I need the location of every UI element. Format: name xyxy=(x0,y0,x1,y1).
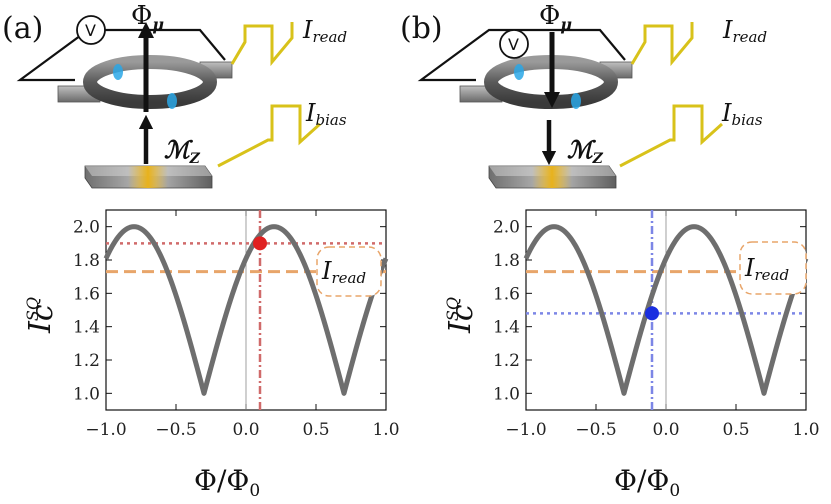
x-tick-label: −0.5 xyxy=(575,420,616,440)
read-pulse-icon xyxy=(230,22,294,67)
y-tick-label: 1.8 xyxy=(73,251,100,271)
axis-ticks: −1.0 −0.5 0.0 0.5 1.0 1.0 1.2 1.4 1.6 1.8 2.0 xyxy=(73,210,400,440)
y-tick-label: 2.0 xyxy=(493,218,520,238)
y-axis-label: ISQc xyxy=(23,297,60,334)
axis-ticks: −1.0 −0.5 0.0 0.5 1.0 1.0 1.2 1.4 1.6 1.8 2.0 xyxy=(493,210,820,440)
moment-label: ℳZ xyxy=(164,135,201,167)
moment-label: ℳZ xyxy=(567,135,604,167)
y-tick-label: 1.4 xyxy=(493,318,520,338)
voltmeter-icon xyxy=(76,15,106,45)
voltmeter-icon xyxy=(499,29,529,59)
series-curve xyxy=(103,224,389,396)
squid-schematic-a: V Φμ ℳZ Iread Ibias xyxy=(16,1,347,189)
state-marker xyxy=(645,306,659,321)
x-axis-label: Φ/Φ0 xyxy=(614,464,680,501)
voltmeter-label: V xyxy=(508,35,519,54)
gold-stripe xyxy=(128,166,168,188)
annotation-box xyxy=(316,246,382,297)
y-tick-label: 1.8 xyxy=(493,251,520,271)
voltmeter-label: V xyxy=(85,21,96,40)
x-tick-label: 0.0 xyxy=(652,420,679,440)
state-marker-dot xyxy=(645,306,659,321)
read-pulse-label: Iread xyxy=(302,16,347,46)
annotation-label: Iread xyxy=(321,257,366,287)
x-tick-label: −0.5 xyxy=(155,420,196,440)
bias-pulse-label: Ibias xyxy=(721,99,763,129)
blue-stripe-left xyxy=(113,64,123,80)
x-tick-label: −1.0 xyxy=(505,420,546,440)
state-marker-dot xyxy=(253,236,267,251)
x-tick-label: −1.0 xyxy=(85,420,126,440)
chart-a: −1.0 −0.5 0.0 0.5 1.0 1.0 1.2 1.4 1.6 1.8 2.0 Irea… xyxy=(23,209,400,501)
panel-label-b: (b) xyxy=(400,11,443,46)
x-tick-label: 0.0 xyxy=(232,420,259,440)
bias-pulse-icon xyxy=(619,104,724,168)
magnetic-slab xyxy=(488,165,617,189)
panel-label-a: (a) xyxy=(2,11,43,46)
y-tick-label: 1.4 xyxy=(73,318,100,338)
annotation-label: Iread xyxy=(744,254,789,284)
y-tick-label: 2.0 xyxy=(73,218,100,238)
x-tick-label: 0.5 xyxy=(722,420,749,440)
series-line xyxy=(103,224,389,396)
gold-stripe xyxy=(532,166,572,188)
y-tick-label: 1.0 xyxy=(493,384,520,404)
blue-stripe-right xyxy=(571,93,581,109)
x-tick-label: 1.0 xyxy=(372,420,399,440)
panel-a: (a) V Φμ ℳZ xyxy=(2,1,400,501)
x-tick-label: 0.5 xyxy=(302,420,329,440)
squid-schematic-b: V Φμ ℳZ Iread Ibias xyxy=(417,1,767,189)
y-tick-label: 1.2 xyxy=(493,351,520,371)
squid-ring xyxy=(83,55,217,109)
panel-b: (b) V Φμ ℳZ Iread xyxy=(400,1,820,501)
read-pulse-icon xyxy=(630,22,694,67)
y-tick-label: 1.6 xyxy=(493,284,520,304)
series-curve xyxy=(523,224,809,396)
y-tick-label: 1.2 xyxy=(73,351,100,371)
chart-b: −1.0 −0.5 0.0 0.5 1.0 1.0 1.2 1.4 1.6 1.8 2.0 Irea… xyxy=(443,209,820,501)
series-line xyxy=(523,224,809,396)
flux-label: Φμ xyxy=(131,1,164,34)
y-tick-label: 1.6 xyxy=(73,284,100,304)
x-tick-label: 1.0 xyxy=(792,420,819,440)
magnetic-slab xyxy=(84,165,213,189)
blue-stripe-right xyxy=(167,93,177,109)
circuit-wire xyxy=(417,28,626,82)
annotation-box xyxy=(739,241,807,295)
y-axis-label: ISQc xyxy=(443,297,480,334)
read-pulse-label: Iread xyxy=(722,16,767,46)
x-axis-label: Φ/Φ0 xyxy=(194,464,260,501)
state-marker xyxy=(253,236,267,251)
blue-stripe-left xyxy=(514,64,524,80)
bias-pulse-icon xyxy=(217,104,322,168)
y-tick-label: 1.0 xyxy=(73,384,100,404)
flux-label: Φμ xyxy=(539,1,572,34)
bias-pulse-label: Ibias xyxy=(305,99,347,129)
